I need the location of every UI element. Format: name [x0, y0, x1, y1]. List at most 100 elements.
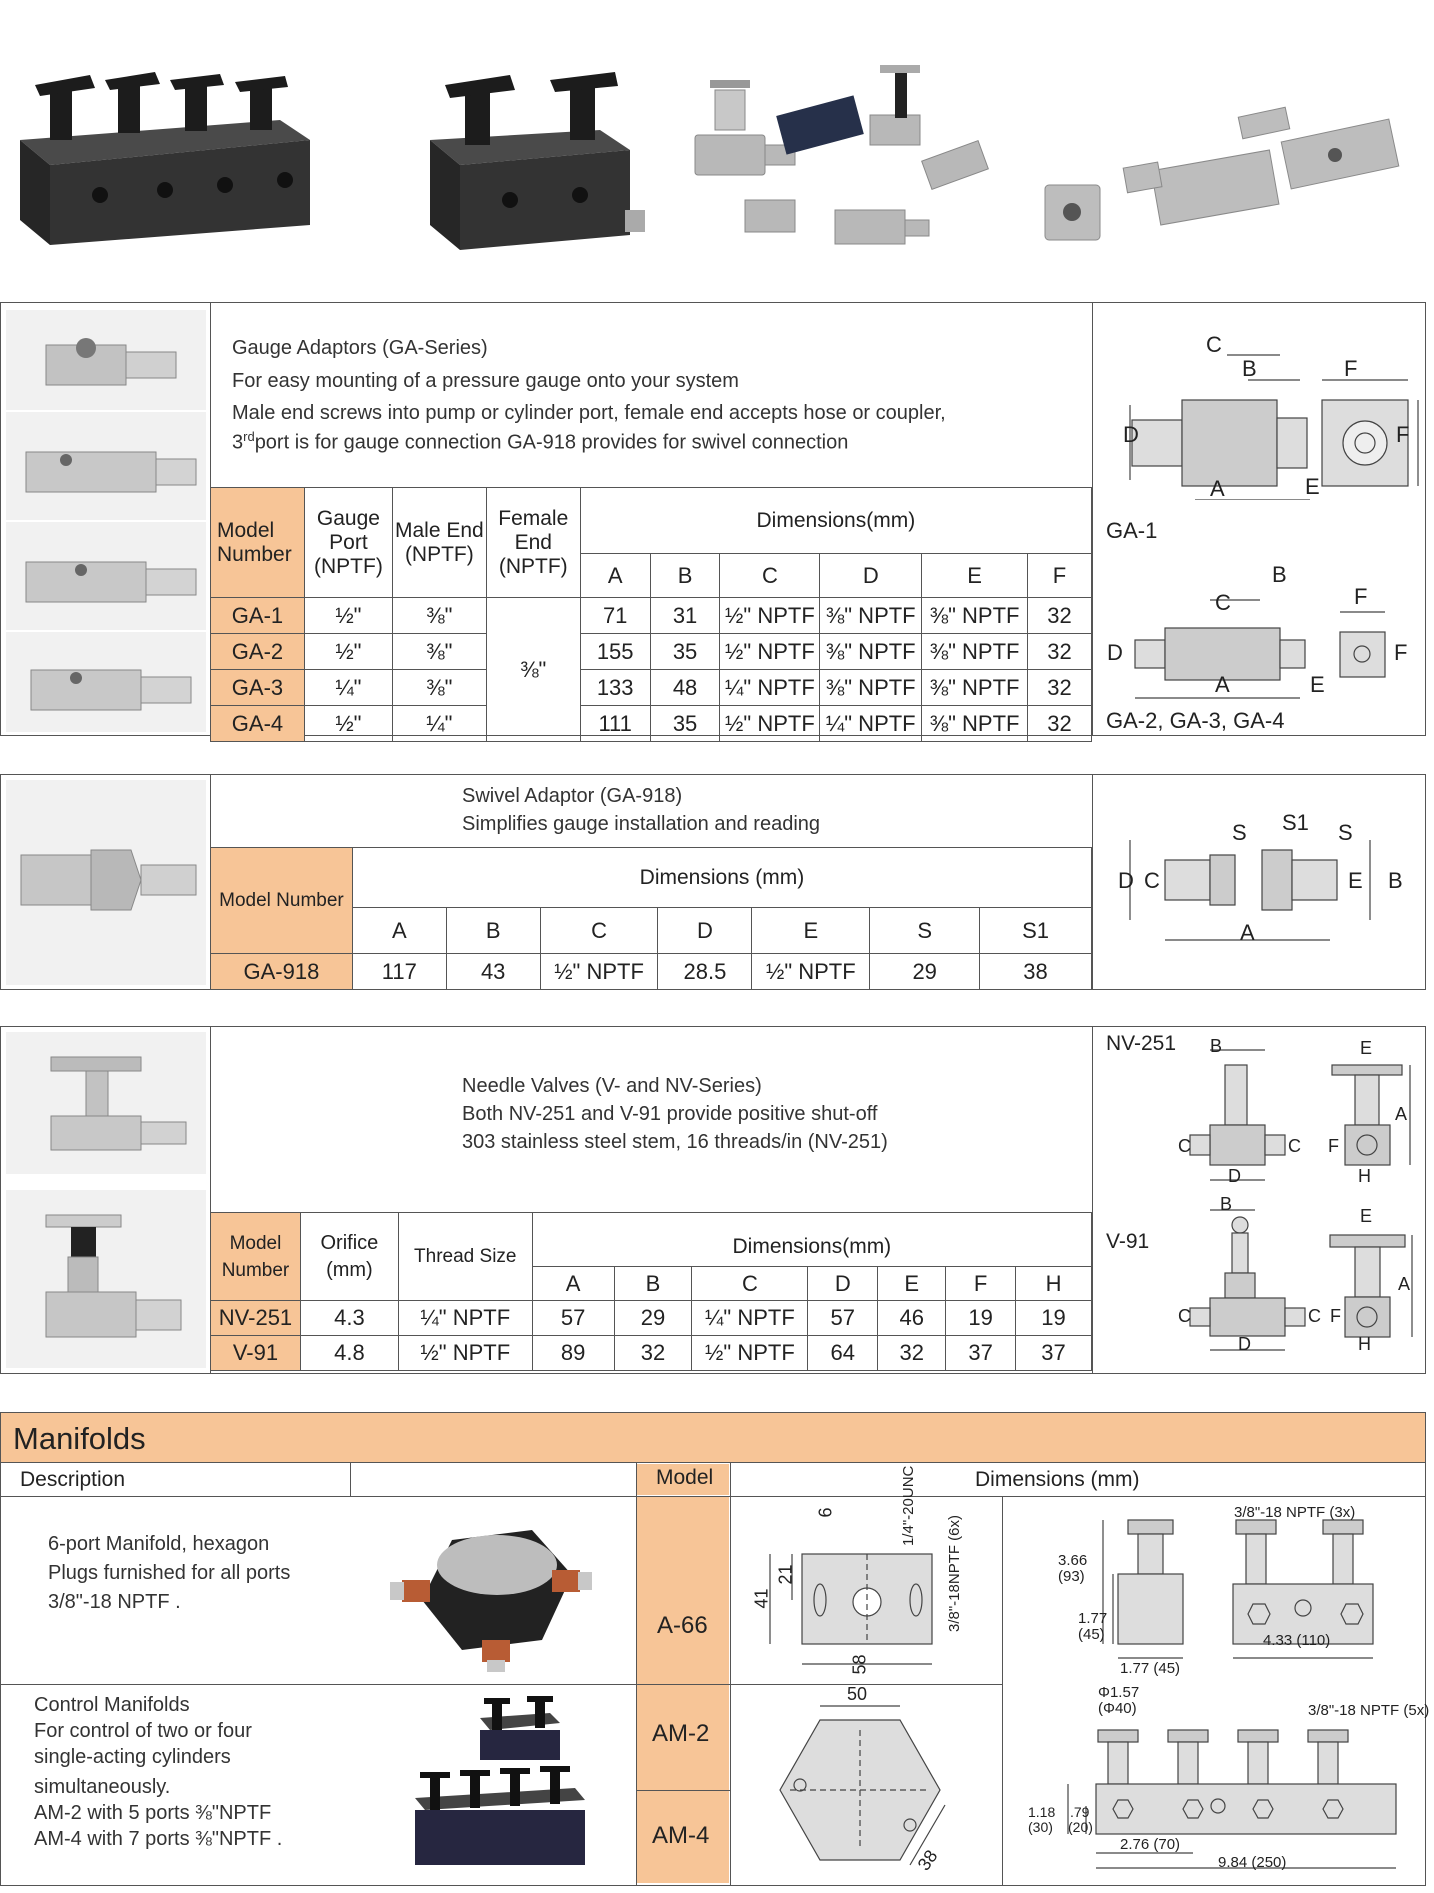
- ga2-dim-f-top: F: [1354, 584, 1368, 609]
- v91-dim-h: H: [1358, 1334, 1371, 1354]
- a66-diagram: 6 21 41 58 1/4"-20UNC 3/8"-18NPTF (6x): [740, 1466, 996, 1680]
- swivel-description: Swivel Adaptor (GA-918) Simplifies gauge…: [462, 782, 820, 839]
- nv251-dim-d: D: [1228, 1166, 1241, 1186]
- swivel-dim-e: E: [1348, 868, 1363, 893]
- header-gauge-port: Gauge Port (NPTF): [303, 487, 393, 598]
- ga2-dim-e: E: [1310, 672, 1325, 697]
- swivel-dim-c: C: [1144, 868, 1160, 893]
- a66-dim-41: 41: [751, 1588, 772, 1609]
- gauge-adaptors-table: Model Number Gauge Port (NPTF) Male End …: [210, 487, 1093, 742]
- a66-dim-unc: 1/4"-20UNC: [900, 1465, 917, 1546]
- ga1-dim-f-top: F: [1344, 356, 1358, 381]
- needle-col-c: C: [691, 1266, 809, 1301]
- am4-dim-w2: 9.84 (250): [1218, 1854, 1287, 1871]
- ga-4-photo: [6, 632, 206, 732]
- needle-col-b: B: [613, 1266, 693, 1301]
- ga1-dim-c: C: [1206, 332, 1222, 357]
- v91-dim-c-left: C: [1178, 1306, 1191, 1326]
- am2-dim-h1: 3.66: [1058, 1552, 1088, 1569]
- needle-line2: 303 stainless steel stem, 16 threads/in …: [462, 1131, 888, 1153]
- ga1-dim-e: E: [1305, 474, 1320, 499]
- ga-2-3-4-diagram: D A C B E F F: [1100, 560, 1420, 700]
- table-row: GA-4 ½" ¼" 111 35 ½" NPTF ¼" NPTF ⅜" NPT…: [210, 705, 1092, 742]
- ga2-dim-b: B: [1272, 562, 1287, 587]
- needle-title: Needle Valves (V- and NV-Series): [462, 1075, 762, 1097]
- nv251-dim-a: A: [1395, 1104, 1408, 1124]
- a66-dim-nptf-6x: 3/8"-18NPTF (6x): [946, 1514, 963, 1632]
- swivel-col-b: B: [445, 907, 541, 954]
- needle-header-orifice: Orifice (mm): [299, 1212, 399, 1301]
- am2-dim-h2mm: (45): [1078, 1626, 1105, 1643]
- header-col-c: C: [719, 553, 821, 598]
- swivel-col-a: A: [351, 907, 447, 954]
- needle-col-f: F: [945, 1266, 1017, 1301]
- header-model-number: Model Number: [210, 487, 305, 598]
- am4-dim-w1: 2.76 (70): [1120, 1836, 1181, 1853]
- manifolds-col-model: Model: [656, 1466, 714, 1489]
- am4-dim-v2: .79: [1070, 1804, 1090, 1820]
- table-row: GA-2 ½" ⅜" 155 35 ½" NPTF ⅜" NPTF ⅜" NPT…: [210, 633, 1092, 670]
- header-col-b: B: [649, 553, 721, 598]
- ga-1-diagram-label: GA-1: [1106, 518, 1158, 543]
- gauge-adaptors-photo: [1035, 100, 1405, 260]
- gauge-adaptors-line2: Male end screws into pump or cylinder po…: [232, 402, 946, 424]
- swivel-col-e: E: [751, 907, 871, 954]
- am4-dim-phi: Φ1.57: [1098, 1684, 1140, 1701]
- ga1-dim-a: A: [1210, 476, 1225, 501]
- ga2-dim-a: A: [1215, 672, 1230, 697]
- v-91-diagram: B E A C C D F H: [1170, 1194, 1420, 1360]
- am2-dim-w1: 1.77 (45): [1120, 1660, 1181, 1677]
- nv251-dim-f: F: [1328, 1136, 1339, 1156]
- control-hexagon-diagram: 50 38: [760, 1684, 980, 1886]
- ga2-dim-f-side: F: [1394, 640, 1408, 665]
- header-male-end: Male End (NPTF): [391, 487, 487, 598]
- needle-valves-table: Model Number Orifice (mm) Thread Size Di…: [210, 1212, 1093, 1371]
- v-91-diagram-label: V-91: [1106, 1230, 1150, 1253]
- am2-diagram: 3/8"-18 NPTF (3x) 3.66 (93) 1.77 (45) 1.…: [1008, 1500, 1422, 1680]
- needle-col-a: A: [531, 1266, 615, 1301]
- swivel-dim-b: B: [1388, 868, 1403, 893]
- swivel-title: Swivel Adaptor (GA-918): [462, 785, 683, 807]
- a66-dim-21: 21: [775, 1564, 796, 1585]
- control-manifolds-photo: [400, 1688, 600, 1883]
- nv-251-diagram-label: NV-251: [1106, 1032, 1177, 1055]
- needle-col-h: H: [1015, 1266, 1092, 1301]
- swivel-col-c: C: [539, 907, 659, 954]
- needle-header-model: Model Number: [210, 1212, 301, 1301]
- swivel-dim-s-left: S: [1232, 820, 1247, 845]
- table-row: GA-1 ½" ⅜" ⅜" 71 31 ½" NPTF ⅜" NPTF ⅜" N…: [210, 597, 1092, 742]
- manifolds-title: Manifolds: [13, 1421, 146, 1456]
- control-manifolds-description: Control Manifolds For control of two or …: [34, 1694, 283, 1850]
- a66-hexagon-manifold-photo: [382, 1500, 608, 1680]
- am2-dim-h1mm: (93): [1058, 1568, 1085, 1585]
- needle-valves-and-adaptors-photo: [685, 60, 1005, 260]
- am4-port-label: 3/8"-18 NPTF (5x): [1308, 1702, 1430, 1719]
- swivel-table: Model Number Dimensions (mm) A B C D E S…: [210, 847, 1093, 990]
- ga-1-photo: [6, 310, 206, 410]
- ga-918-photo: [6, 780, 206, 985]
- female-end-shared: ⅜": [485, 597, 581, 742]
- needle-col-e: E: [877, 1266, 947, 1301]
- v91-dim-a: A: [1398, 1274, 1411, 1294]
- nv251-dim-b: B: [1210, 1036, 1223, 1056]
- manifolds-col-description: Description: [20, 1468, 126, 1491]
- four-valve-manifold-photo: [10, 30, 330, 260]
- header-col-f: F: [1027, 553, 1092, 598]
- swivel-dim-a: A: [1240, 920, 1255, 945]
- gauge-adaptors-line3: 3rdport is for gauge connection GA-918 p…: [232, 429, 849, 454]
- am4-dim-v2mm: (20): [1068, 1819, 1093, 1835]
- swivel-header-dimensions: Dimensions (mm): [351, 847, 1093, 908]
- ga2-dim-c: C: [1215, 590, 1231, 615]
- v91-dim-f: F: [1330, 1306, 1341, 1326]
- a66-description: 6-port Manifold, hexagon Plugs furnished…: [48, 1533, 291, 1613]
- a66-dim-6: 6: [815, 1507, 836, 1518]
- two-valve-manifold-photo: [420, 40, 670, 260]
- swivel-header-model: Model Number: [210, 847, 353, 954]
- a66-dim-58: 58: [849, 1654, 870, 1675]
- manifolds-title-bar: Manifolds: [1, 1413, 1425, 1463]
- ga-2-3-4-diagram-label: GA-2, GA-3, GA-4: [1106, 708, 1285, 733]
- swivel-dim-s1: S1: [1282, 810, 1309, 835]
- header-dimensions: Dimensions(mm): [579, 487, 1093, 554]
- hex-dim-50: 50: [847, 1684, 868, 1704]
- v91-dim-e: E: [1360, 1206, 1373, 1226]
